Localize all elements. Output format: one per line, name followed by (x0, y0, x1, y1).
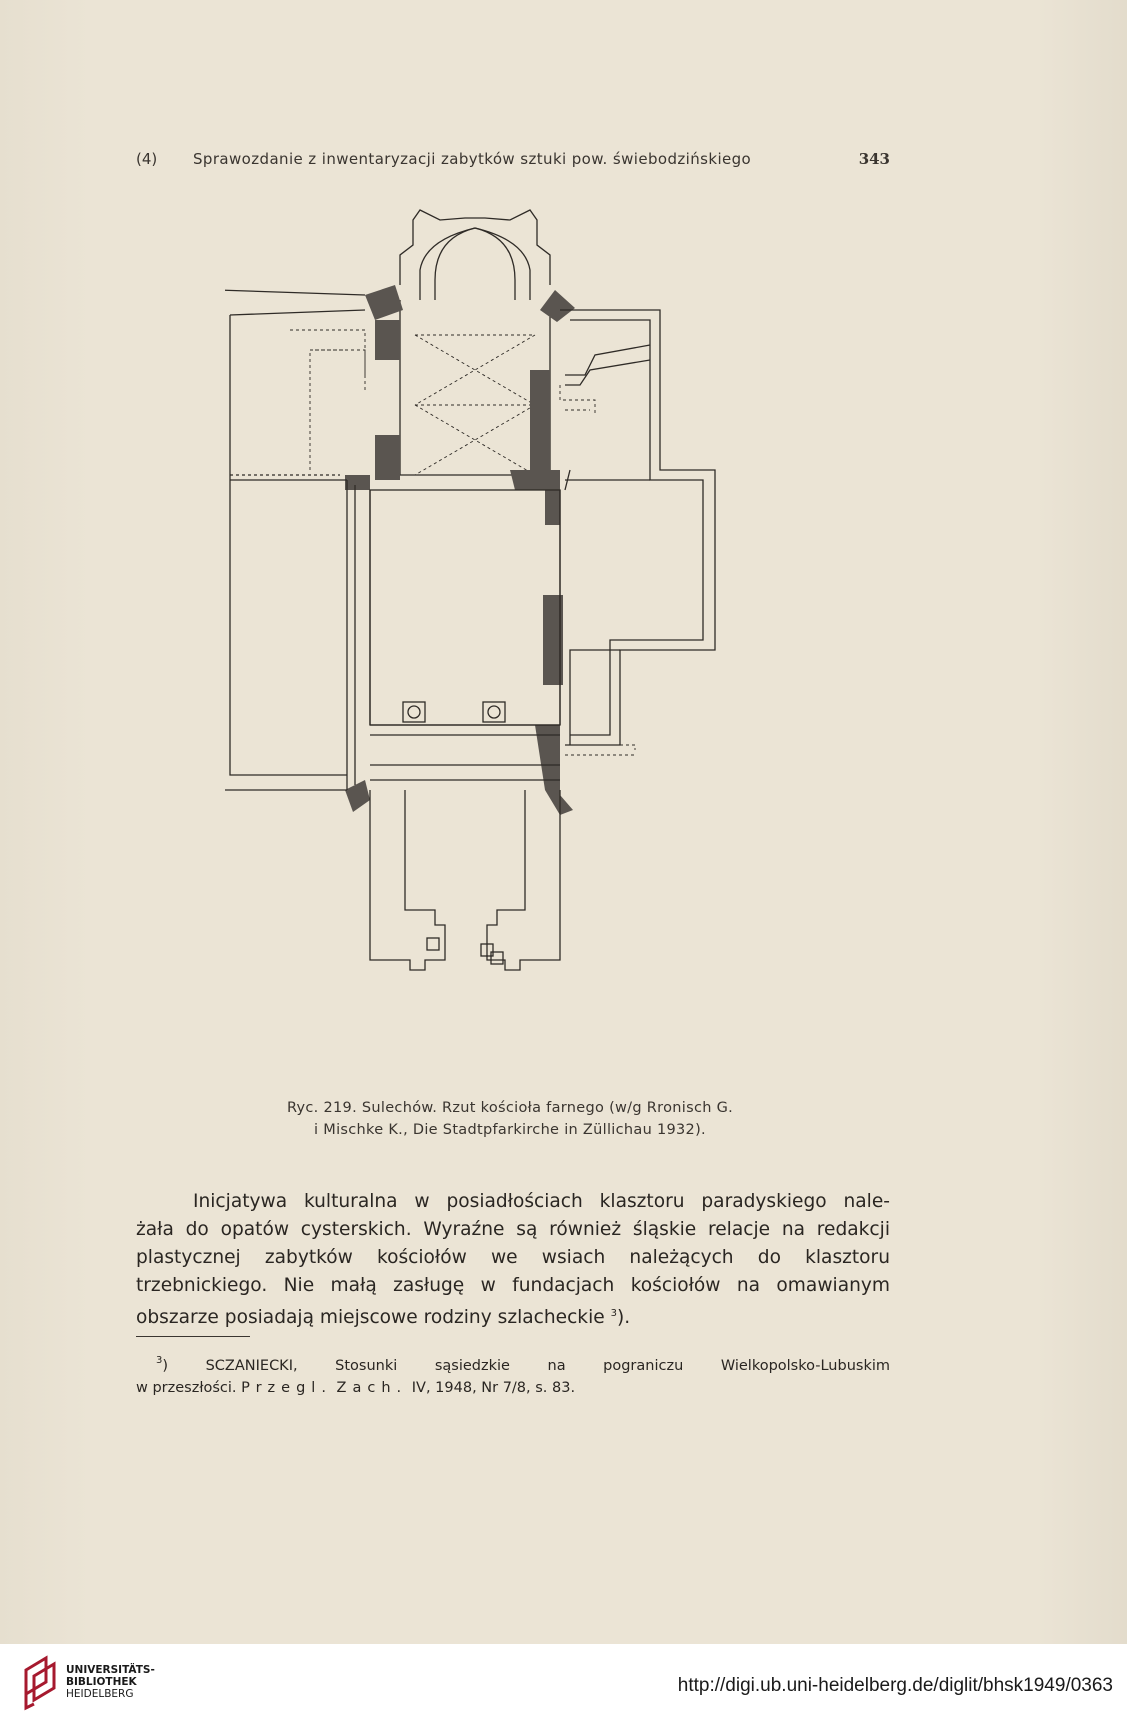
footnote-marker: 3 (156, 1355, 163, 1366)
nave-walls (346, 480, 561, 790)
footnote-separator (136, 1336, 250, 1337)
journal-name: Zach. (336, 1380, 408, 1396)
library-logo-text: UNIVERSITÄTS- BIBLIOTHEK HEIDELBERG (66, 1664, 155, 1700)
tower-porch (369, 764, 561, 971)
page-number: 343 (858, 150, 890, 168)
paragraph-line: obszarze posiadają miejscowe rodziny szl… (136, 1300, 890, 1332)
logo-line: UNIVERSITÄTS- (66, 1664, 155, 1676)
body-paragraph: Inicjatywa kulturalna w posiadłościach k… (136, 1188, 890, 1332)
caption-line: Ryc. 219. Sulechów. Rzut kościoła farneg… (286, 1100, 734, 1116)
wall-fills (345, 285, 575, 815)
footnote-text: IV, 1948, Nr 7/8, s. 83. (411, 1380, 576, 1396)
footnote: 3) SCZANIECKI, Stosunki sąsiedzkie na po… (136, 1350, 890, 1399)
paragraph-end: ). (616, 1307, 631, 1328)
footnote-line: w przeszłości. Przegl. Zach. IV, 1948, N… (136, 1377, 890, 1399)
paragraph-line: żała do opatów cysterskich. Wyraźne są r… (136, 1219, 890, 1240)
figure-caption: Ryc. 219. Sulechów. Rzut kościoła farneg… (210, 1097, 810, 1141)
running-head: (4) Sprawozdanie z inwentaryzacji zabytk… (136, 150, 890, 174)
paragraph-line: Inicjatywa kulturalna w posiadłościach k… (193, 1191, 890, 1212)
footnote-text: w przeszłości. (136, 1380, 237, 1396)
north-aisle (225, 289, 366, 791)
apse (399, 209, 551, 300)
scanned-page (0, 0, 1127, 1644)
footnote-line: 3) SCZANIECKI, Stosunki sąsiedzkie na po… (136, 1350, 890, 1377)
pillars (402, 701, 506, 965)
logo-line: HEIDELBERG (66, 1688, 134, 1700)
library-logo-icon (24, 1655, 56, 1711)
paragraph-line: trzebnickiego. Nie małą zasługę w fundac… (136, 1275, 890, 1296)
footer-bar (0, 1644, 1127, 1724)
footnote-text: ) SCZANIECKI, Stosunki sąsiedzkie na pog… (162, 1358, 890, 1374)
south-annex (559, 309, 716, 756)
logo-line: BIBLIOTHEK (66, 1676, 137, 1688)
permalink[interactable]: http://digi.ub.uni-heidelberg.de/diglit/… (677, 1675, 1113, 1696)
caption-line: i Mischke K., Die Stadtpfarkirche in Zül… (314, 1122, 706, 1138)
running-title: Sprawozdanie z inwentaryzacji zabytków s… (193, 150, 752, 168)
chancel-vault (414, 334, 536, 476)
paragraph-line: plastycznej zabytków kościołów we wsiach… (136, 1247, 890, 1268)
paragraph-text: obszarze posiadają miejscowe rodziny szl… (136, 1307, 605, 1328)
church-floor-plan (225, 209, 716, 971)
journal-name: Przegl. (241, 1380, 332, 1396)
section-number: (4) (136, 150, 158, 168)
footnote-reference: 3 (610, 1308, 617, 1319)
